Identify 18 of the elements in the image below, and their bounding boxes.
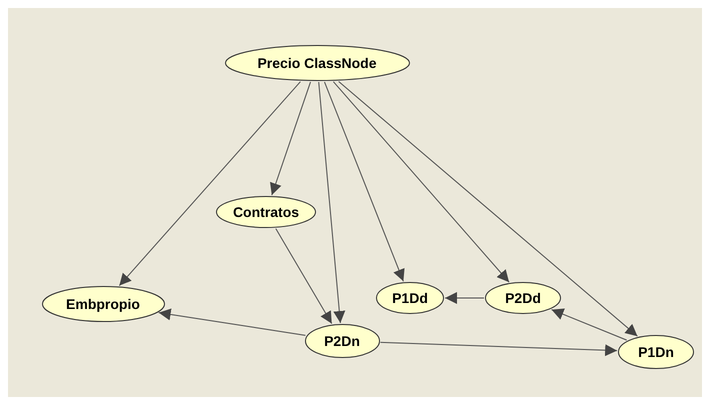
node-label: P1Dn xyxy=(638,344,674,360)
arrow xyxy=(324,81,405,282)
node-label: P2Dn xyxy=(324,333,360,349)
arrow xyxy=(118,81,301,286)
node-label: Contratos xyxy=(232,204,300,220)
arrow xyxy=(338,80,638,337)
arrow xyxy=(444,292,484,304)
node-label: Precio ClassNode xyxy=(257,55,377,71)
arrow xyxy=(332,81,510,283)
arrow xyxy=(551,308,628,341)
arrow xyxy=(270,81,311,196)
arrow xyxy=(380,342,618,356)
arrow xyxy=(318,82,346,324)
node-label: P1Dd xyxy=(392,290,428,306)
arrow xyxy=(275,228,332,324)
node-label: Embpropio xyxy=(66,296,140,312)
arrow xyxy=(158,308,306,336)
node-label: P2Dd xyxy=(505,290,541,306)
